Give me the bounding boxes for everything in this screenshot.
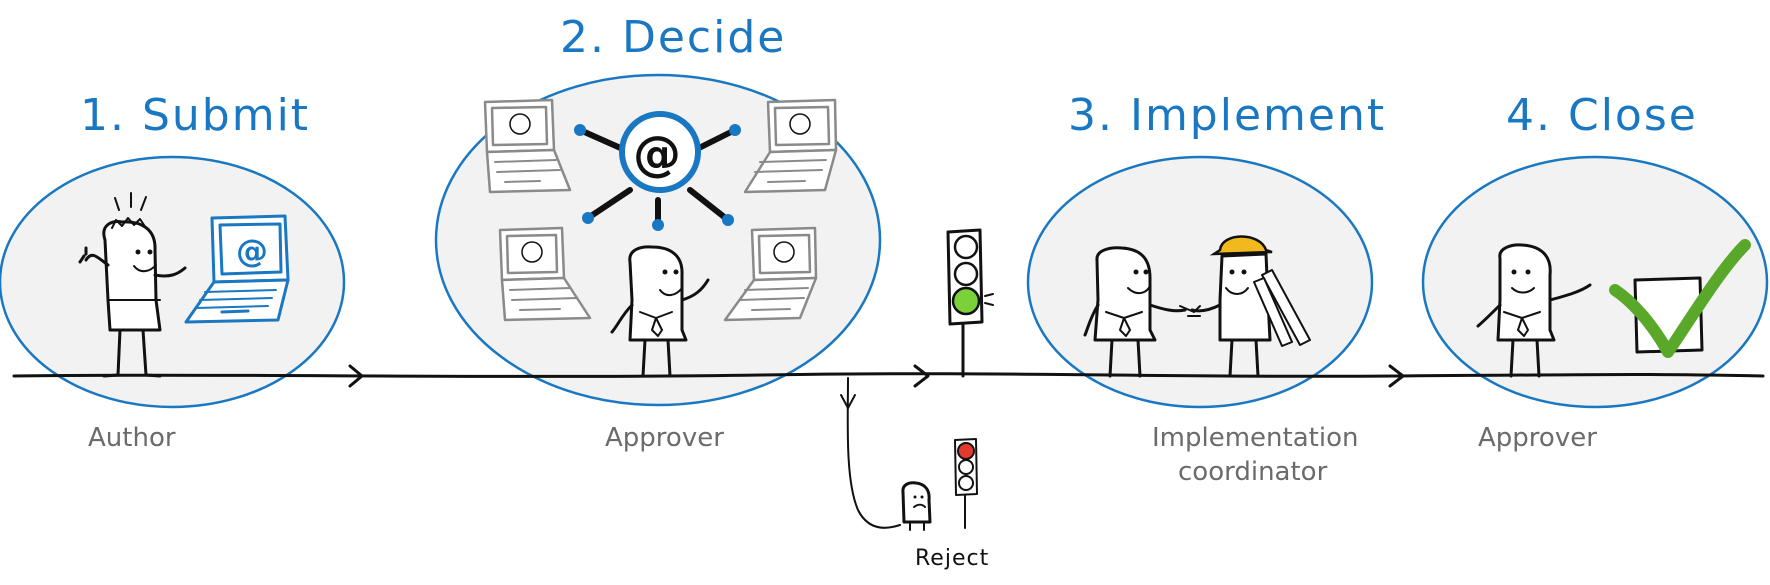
red-light bbox=[957, 442, 975, 460]
submit-bubble bbox=[0, 155, 346, 409]
at-sign-icon: @ bbox=[236, 232, 268, 270]
handshake-icon bbox=[1179, 305, 1201, 317]
at-sign-icon: @ bbox=[633, 126, 681, 182]
approver-close-figure bbox=[1476, 243, 1592, 378]
role-label-implementation: Implementation bbox=[1152, 423, 1358, 453]
traffic-light-icon bbox=[954, 438, 978, 529]
green-light bbox=[951, 286, 981, 316]
coordinator-figure bbox=[1083, 246, 1187, 378]
arrow-2-icon bbox=[913, 364, 930, 388]
laptop-icon bbox=[498, 226, 592, 322]
implement-bubble bbox=[1026, 155, 1374, 409]
arrow-1-icon bbox=[348, 364, 364, 388]
reject-figure bbox=[901, 481, 932, 531]
reject-label: Reject bbox=[915, 546, 989, 571]
blueprint-roll-icon bbox=[1253, 269, 1311, 347]
stage-title-submit: 1. Submit bbox=[80, 90, 310, 141]
laptop-icon bbox=[483, 98, 572, 194]
traffic-light-icon bbox=[946, 228, 994, 378]
email-hub: @ bbox=[574, 111, 741, 231]
laptop-icon bbox=[723, 226, 818, 322]
laptop-icon bbox=[743, 98, 838, 194]
role-label-approver-close: Approver bbox=[1478, 423, 1597, 453]
stage-title-implement: 3. Implement bbox=[1068, 90, 1386, 141]
stage-title-decide: 2. Decide bbox=[560, 12, 786, 63]
role-label-author: Author bbox=[88, 423, 176, 453]
author-figure bbox=[78, 192, 187, 378]
arrow-3-icon bbox=[1388, 364, 1405, 388]
checkmark-icon bbox=[1609, 239, 1751, 358]
laptop-icon: @ bbox=[184, 214, 290, 324]
role-label-coordinator: coordinator bbox=[1178, 457, 1328, 487]
stage-title-close: 4. Close bbox=[1506, 90, 1698, 141]
process-timeline bbox=[12, 372, 1765, 378]
reject-branch-arrow-icon bbox=[840, 394, 856, 409]
worker-figure bbox=[1190, 235, 1311, 378]
hard-hat-icon bbox=[1209, 235, 1273, 256]
reject-branch-line bbox=[846, 377, 901, 529]
approval-checkbox bbox=[1609, 239, 1751, 358]
role-label-approver-decide: Approver bbox=[605, 423, 724, 453]
approver-figure bbox=[610, 245, 710, 378]
